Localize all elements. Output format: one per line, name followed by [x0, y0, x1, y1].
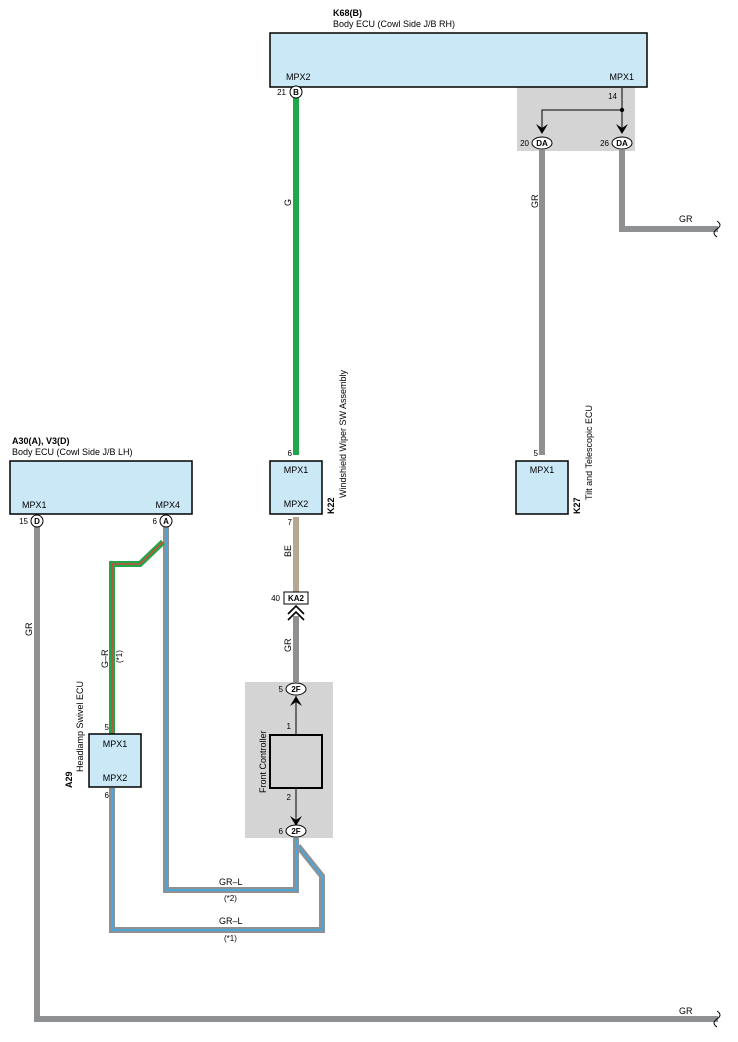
- fc-arrow-top: [290, 696, 302, 706]
- ecu-lh-name: Body ECU (Cowl Side J/B LH): [12, 447, 133, 457]
- wire-g-label: G: [283, 199, 293, 206]
- headlamp-code: A29: [64, 771, 74, 788]
- tilt-code: K27: [572, 497, 582, 514]
- wire-gr-right-top: [619, 150, 718, 232]
- connector-da-right-marker: [611, 136, 633, 150]
- wiper-pin-top: 6: [288, 449, 293, 458]
- fc-pin-bottom-outer: 6: [279, 827, 284, 836]
- ecu-rh-box: [269, 32, 648, 88]
- ecu-lh-box: [9, 460, 193, 515]
- da-pin-left: 20: [520, 139, 529, 148]
- wire-gr-l-lower: [109, 788, 325, 933]
- arrow-da-left: [536, 124, 548, 134]
- wire-end-right-top: [713, 220, 721, 238]
- wire-gr-l-lower-note: (*1): [224, 934, 237, 943]
- ecu-rh-code: K68(B): [333, 8, 362, 18]
- splice-dot: [619, 107, 625, 113]
- headlamp-pin-bottom: 6: [105, 791, 110, 800]
- wire-gr-l-upper-note: (*2): [224, 894, 237, 903]
- headlamp-name: Headlamp Swivel ECU: [75, 681, 85, 772]
- connector-2f-top-marker: [285, 682, 307, 696]
- wire-gr-ka2-label: GR: [283, 638, 293, 652]
- wire-gr-l-upper: [163, 527, 299, 893]
- wire-gr-l-lower-label: GR–L: [219, 916, 243, 926]
- wiper-pin-bottom: 7: [288, 518, 293, 527]
- ecu-rh-pin-right: 14: [608, 92, 617, 101]
- headlamp-port-bottom: MPX2: [103, 773, 128, 783]
- tilt-box: [515, 460, 569, 515]
- arrow-da-right: [616, 124, 628, 134]
- splice-line-branch: [541, 109, 622, 129]
- ecu-rh-pin-left: 21: [277, 88, 286, 97]
- headlamp-box: [88, 733, 142, 788]
- connector-ka2-marker: [283, 591, 309, 605]
- wire-gr-l-upper-label: GR–L: [219, 877, 243, 887]
- ecu-rh-port-left: MPX2: [286, 72, 311, 82]
- tilt-name: Tilt and Telescopic ECU: [584, 405, 594, 500]
- connector-2f-top-label: 2F: [291, 685, 300, 694]
- connector-a-label: A: [163, 517, 169, 526]
- headlamp-port-top: MPX1: [103, 739, 128, 749]
- ecu-rh-port-right: MPX1: [609, 72, 634, 82]
- wiper-code: K22: [326, 497, 336, 514]
- wiper-box: [269, 460, 323, 515]
- fc-arrow-bottom: [290, 816, 302, 826]
- ecu-lh-port-right: MPX4: [155, 500, 180, 510]
- fc-pin-bottom-inner: 2: [287, 793, 292, 802]
- wire-g-r: [109, 539, 166, 736]
- connector-da-left-marker: [531, 136, 553, 150]
- wire-g-r-label: G–R: [100, 649, 110, 668]
- front-controller-name: Front Controller: [258, 730, 268, 793]
- ka2-pin: 40: [271, 594, 280, 603]
- connector-b-label: B: [293, 88, 299, 97]
- ecu-lh-pin-left: 15: [19, 517, 28, 526]
- wire-gr-da-label: GR: [530, 194, 540, 208]
- fc-pin-top-inner: 1: [287, 722, 292, 731]
- wiper-port-top: MPX1: [284, 465, 309, 475]
- wire-g-r-note: (*1): [115, 650, 124, 663]
- da-pin-right: 26: [600, 139, 609, 148]
- ecu-lh-code: A30(A), V3(D): [12, 436, 70, 446]
- wire-be-label: BE: [283, 545, 293, 557]
- headlamp-pin-top: 5: [105, 723, 110, 732]
- wire-end-bottom: [713, 1010, 721, 1028]
- wiper-port-bottom: MPX2: [284, 499, 309, 509]
- ka2-chevron-icon: [287, 604, 305, 621]
- ecu-rh-name: Body ECU (Cowl Side J/B RH): [333, 19, 455, 29]
- wiper-name: Windshield Wiper SW Assembly: [338, 369, 348, 498]
- ecu-lh-pin-right: 6: [153, 517, 158, 526]
- tilt-pin: 5: [534, 449, 539, 458]
- wire-gr-bottom-label: GR: [679, 1006, 693, 1016]
- connector-da-right-label: DA: [616, 139, 628, 148]
- wire-gr-right-top-label: GR: [679, 214, 693, 224]
- front-controller-box: [269, 734, 323, 789]
- tilt-port: MPX1: [530, 465, 555, 475]
- ecu-lh-port-left: MPX1: [22, 500, 47, 510]
- connector-2f-bottom-marker: [285, 824, 307, 838]
- connector-2f-bottom-label: 2F: [291, 827, 300, 836]
- wire-gr-left-label: GR: [24, 622, 34, 636]
- connector-b-marker: [289, 85, 303, 99]
- ka2-label: KA2: [288, 594, 305, 603]
- connector-a-marker: [159, 514, 173, 528]
- connector-d-label: D: [34, 517, 40, 526]
- connector-da-left-label: DA: [536, 139, 548, 148]
- fc-pin-top-outer: 5: [279, 685, 284, 694]
- wire-gr-left: [34, 527, 718, 1022]
- connector-d-marker: [30, 514, 44, 528]
